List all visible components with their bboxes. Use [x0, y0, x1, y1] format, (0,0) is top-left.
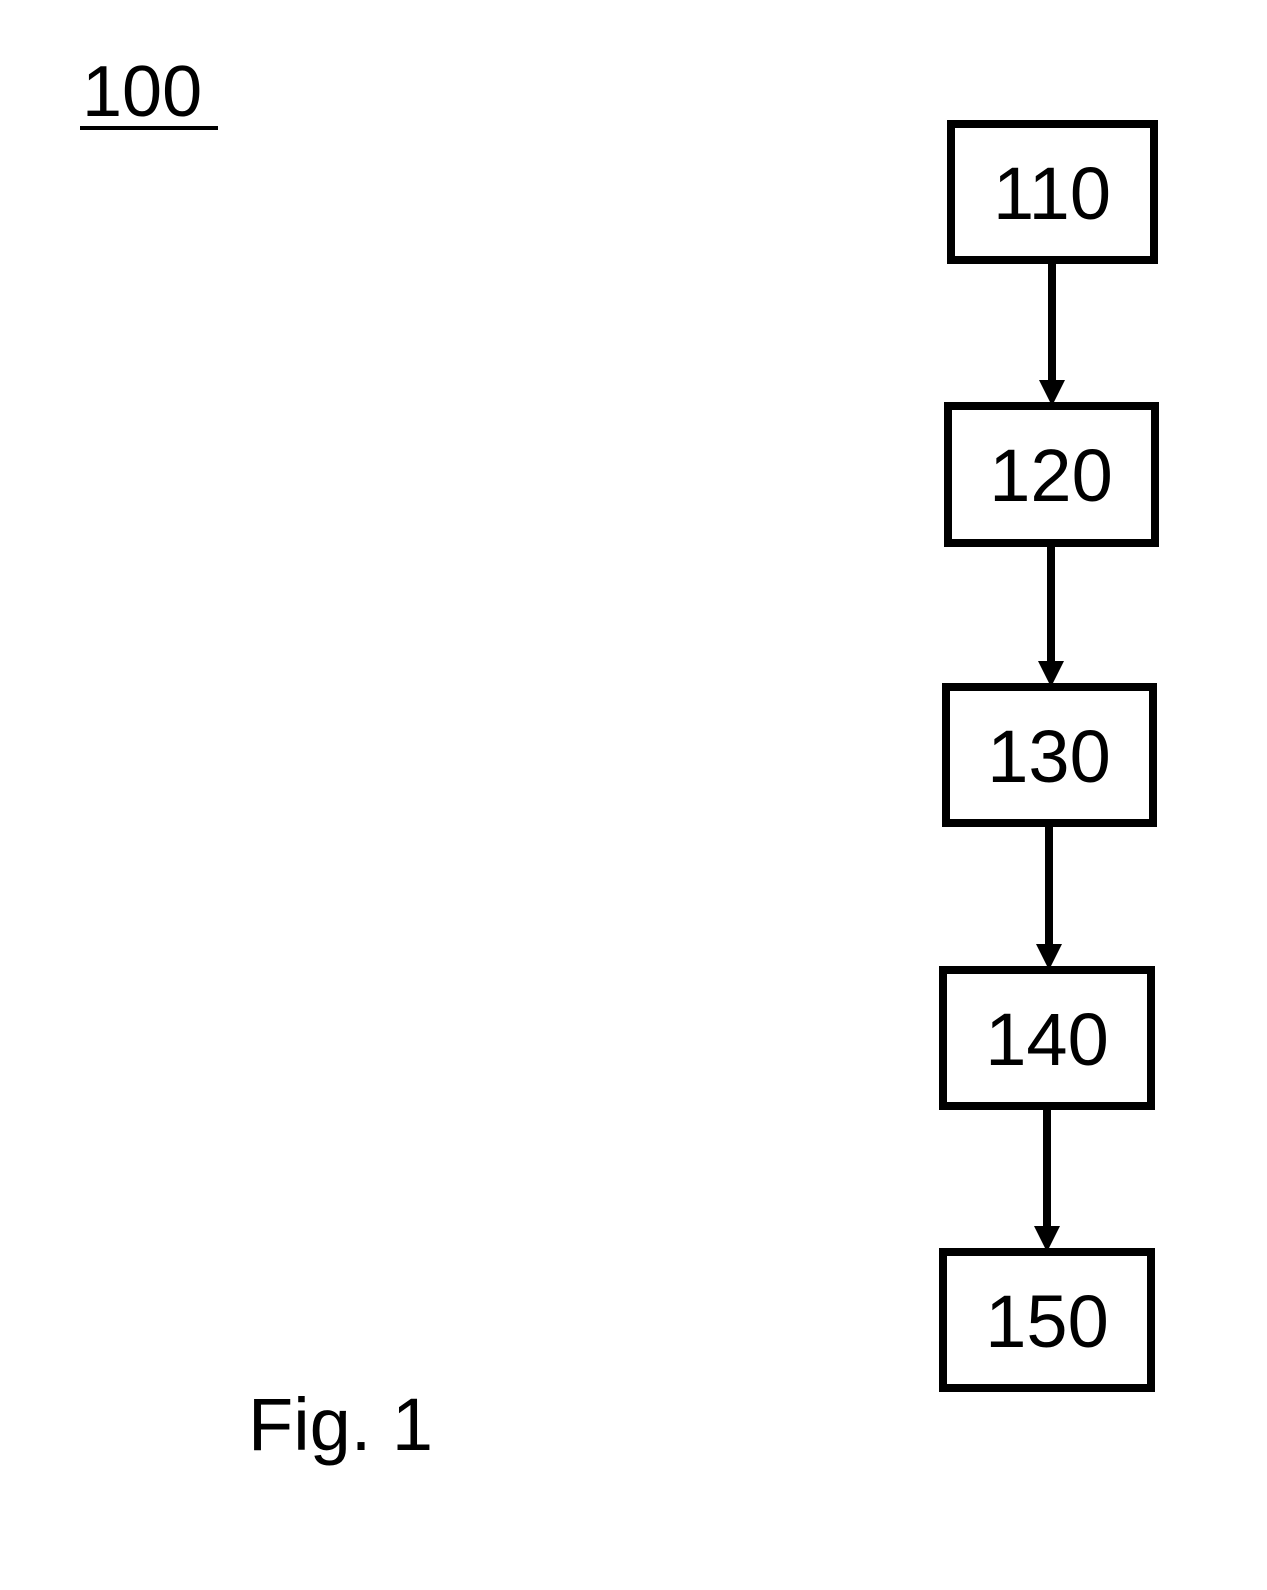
arrow-130-to-140 [1036, 827, 1062, 970]
step-box-130-frame [942, 683, 1157, 827]
step-box-150-label: 150 [985, 1280, 1108, 1363]
arrow-110-to-120 [1039, 264, 1065, 406]
step-box-130: 130 [942, 683, 1157, 827]
step-box-110-frame [947, 120, 1158, 264]
step-box-150-frame [939, 1248, 1155, 1392]
step-box-140-label: 140 [985, 998, 1108, 1081]
step-box-110: 110 [947, 120, 1158, 264]
step-box-130-label: 130 [987, 715, 1110, 798]
step-box-110-label: 110 [993, 152, 1111, 235]
step-box-120-frame [944, 402, 1159, 547]
arrow-120-to-130-head [1038, 661, 1064, 687]
step-box-140: 140 [939, 966, 1155, 1110]
step-box-120-label: 120 [989, 434, 1112, 517]
arrow-120-to-130 [1038, 547, 1064, 687]
arrow-140-to-150-head [1034, 1226, 1060, 1252]
step-box-120: 120 [944, 402, 1159, 547]
reference-numeral: 100 [82, 52, 202, 132]
step-box-150: 150 [939, 1248, 1155, 1392]
arrow-130-to-140-head [1036, 944, 1062, 970]
arrow-140-to-150 [1034, 1110, 1060, 1252]
arrow-110-to-120-head [1039, 380, 1065, 406]
figure-caption: Fig. 1 [248, 1383, 433, 1466]
step-box-140-frame [939, 966, 1155, 1110]
